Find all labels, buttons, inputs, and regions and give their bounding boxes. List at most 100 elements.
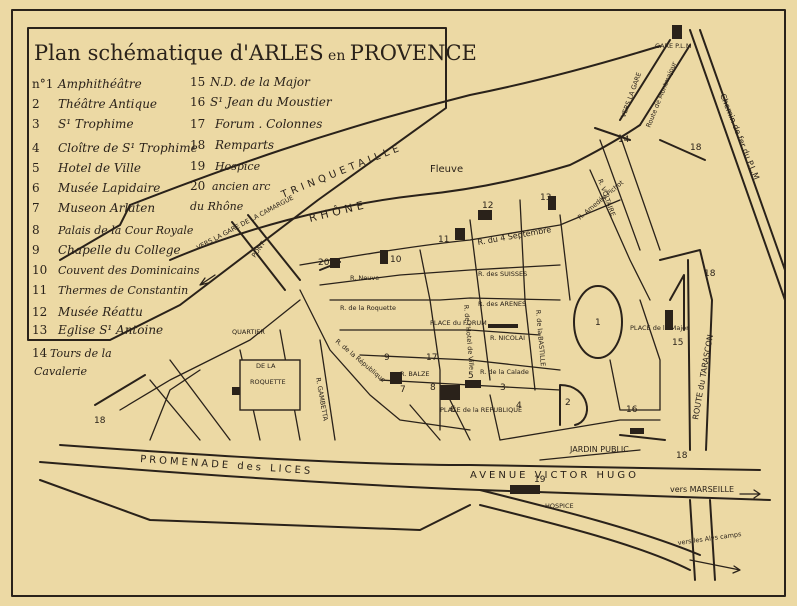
num-16: 16 (626, 405, 638, 415)
num-2: 2 (565, 398, 571, 408)
legend-num: 9 (32, 243, 40, 257)
num-4: 4 (516, 401, 522, 411)
legend-label: Hotel de Ville (57, 161, 141, 175)
label-trinquetaille: TRINQUETAILLE (279, 142, 404, 201)
building-20 (330, 258, 340, 268)
road-alyscamps (479, 489, 701, 571)
map-title: Plan schématique d'ARLES en PROVENCE (34, 41, 477, 65)
arrow-alyscamps (689, 559, 741, 574)
thermes (455, 228, 465, 240)
legend-label: N.D. de la Major (209, 75, 311, 89)
legend-num: 20 (190, 179, 205, 193)
legend-num: 18 (190, 138, 205, 152)
bridge (231, 214, 301, 291)
road-promenade-south (39, 461, 771, 501)
label-gare-plm: GARE P.L.M (655, 42, 691, 50)
legend-label: Palais de la Cour Royale (57, 224, 194, 237)
num-7: 7 (400, 385, 406, 395)
road-vers-gare (619, 39, 691, 126)
road-route-tarascon (659, 249, 713, 451)
num-18a: 18 (690, 143, 702, 153)
arrow-marseille (739, 489, 761, 499)
road-vertical-east (689, 499, 716, 581)
label-r-nicolai: R. NICOLAI (490, 334, 525, 342)
label-route-tarascon: ROUTE du TARASCON (691, 334, 715, 421)
label-jardin-public: JARDIN PUBLIC (569, 445, 629, 454)
legend-num: 5 (32, 161, 40, 175)
num-5: 5 (468, 371, 474, 381)
amphitheatre (573, 285, 623, 359)
legend-label: Museon Arlaten (57, 201, 155, 215)
legend-num: 17 (190, 117, 205, 131)
river-bank-edge (59, 204, 131, 261)
legend-label: Chapelle du College (58, 243, 181, 257)
label-vers-marseille: vers MARSEILLE (670, 485, 734, 494)
label-de-la: DE LA (256, 362, 276, 370)
legend-num: 2 (32, 97, 40, 111)
num-18b: 18 (704, 269, 716, 279)
legend-col-2: 15 N.D. de la Major 16 S¹ Jean du Mousti… (190, 75, 333, 213)
legend-num: 4 (32, 141, 40, 155)
stmarc (440, 385, 460, 400)
num-13: 13 (540, 193, 551, 203)
legend-num: 11 (32, 283, 47, 297)
building-roquette (232, 387, 240, 395)
dominicains (380, 250, 388, 264)
legend-num: 16 (190, 95, 205, 109)
num-18c: 18 (676, 451, 688, 461)
num-14: 14 (618, 135, 630, 145)
legend-num: 3 (32, 117, 40, 131)
theatre-antique (559, 384, 588, 426)
road-bottom-west (39, 479, 471, 531)
legend-num: 14 (32, 346, 48, 360)
map-numbers: 1 2 3 4 5 6 7 8 9 10 11 12 13 14 15 16 1… (94, 135, 716, 485)
legend-num: 7 (32, 201, 40, 215)
label-pont: PONT (250, 240, 267, 259)
label-place-forum: PLACE du FORUM (430, 319, 487, 327)
musee-reattu (478, 210, 492, 220)
label-r-balze: R. BALZE (400, 370, 430, 378)
num-12: 12 (482, 201, 493, 211)
label-r-arenes: R. des ARENES (478, 300, 526, 308)
num-10: 10 (390, 255, 402, 265)
legend-num: 10 (32, 263, 47, 277)
label-fleuve: Fleuve (430, 164, 463, 175)
rampart-4 (619, 434, 666, 441)
musee (465, 380, 481, 388)
legend-label: Forum . Colonnes (214, 117, 322, 131)
label-vers-alyscamps: vers les Alys camps (677, 530, 742, 547)
legend-label: S¹ Trophime (58, 117, 134, 131)
legend-label: Remparts (214, 138, 274, 152)
legend-label: Théâtre Antique (58, 97, 157, 111)
building-13 (548, 196, 556, 210)
legend-num: 8 (32, 223, 40, 237)
hospice (510, 485, 540, 494)
legend-label: du Rhône (190, 200, 244, 213)
legend-label: ancien arc (212, 180, 270, 193)
legend-label: S¹ Jean du Moustier (210, 95, 333, 109)
label-r-hotel-ville: R. de l'Hotel de Ville (462, 304, 476, 370)
rampart-2 (659, 139, 706, 161)
page-border (11, 9, 786, 597)
building-15 (665, 310, 673, 330)
label-place-major: PLACE de la Major (630, 324, 689, 332)
legend-box (27, 27, 447, 341)
label-r-4-septembre: R. du 4 Septembre (477, 225, 552, 247)
building-gare-plm (672, 25, 682, 39)
num-18d: 18 (94, 416, 106, 426)
legend-num: 19 (190, 159, 205, 173)
label-r-bastille: R. de la BASTILLE (534, 309, 547, 366)
legend-label: Musée Lapidaire (57, 181, 160, 195)
num-8: 8 (430, 383, 436, 393)
label-r-neuve: R. Neuve (350, 274, 379, 282)
label-quartier: QUARTIER (232, 328, 265, 336)
num-17: 17 (426, 353, 437, 363)
legend-label: Tours de la (50, 347, 112, 360)
legend-num: 12 (32, 305, 47, 319)
num-3: 3 (500, 383, 506, 393)
label-hospice: HOSPICE (545, 502, 574, 510)
building-7 (390, 372, 402, 384)
label-roquette: ROQUETTE (250, 378, 286, 386)
building-16 (630, 428, 644, 434)
